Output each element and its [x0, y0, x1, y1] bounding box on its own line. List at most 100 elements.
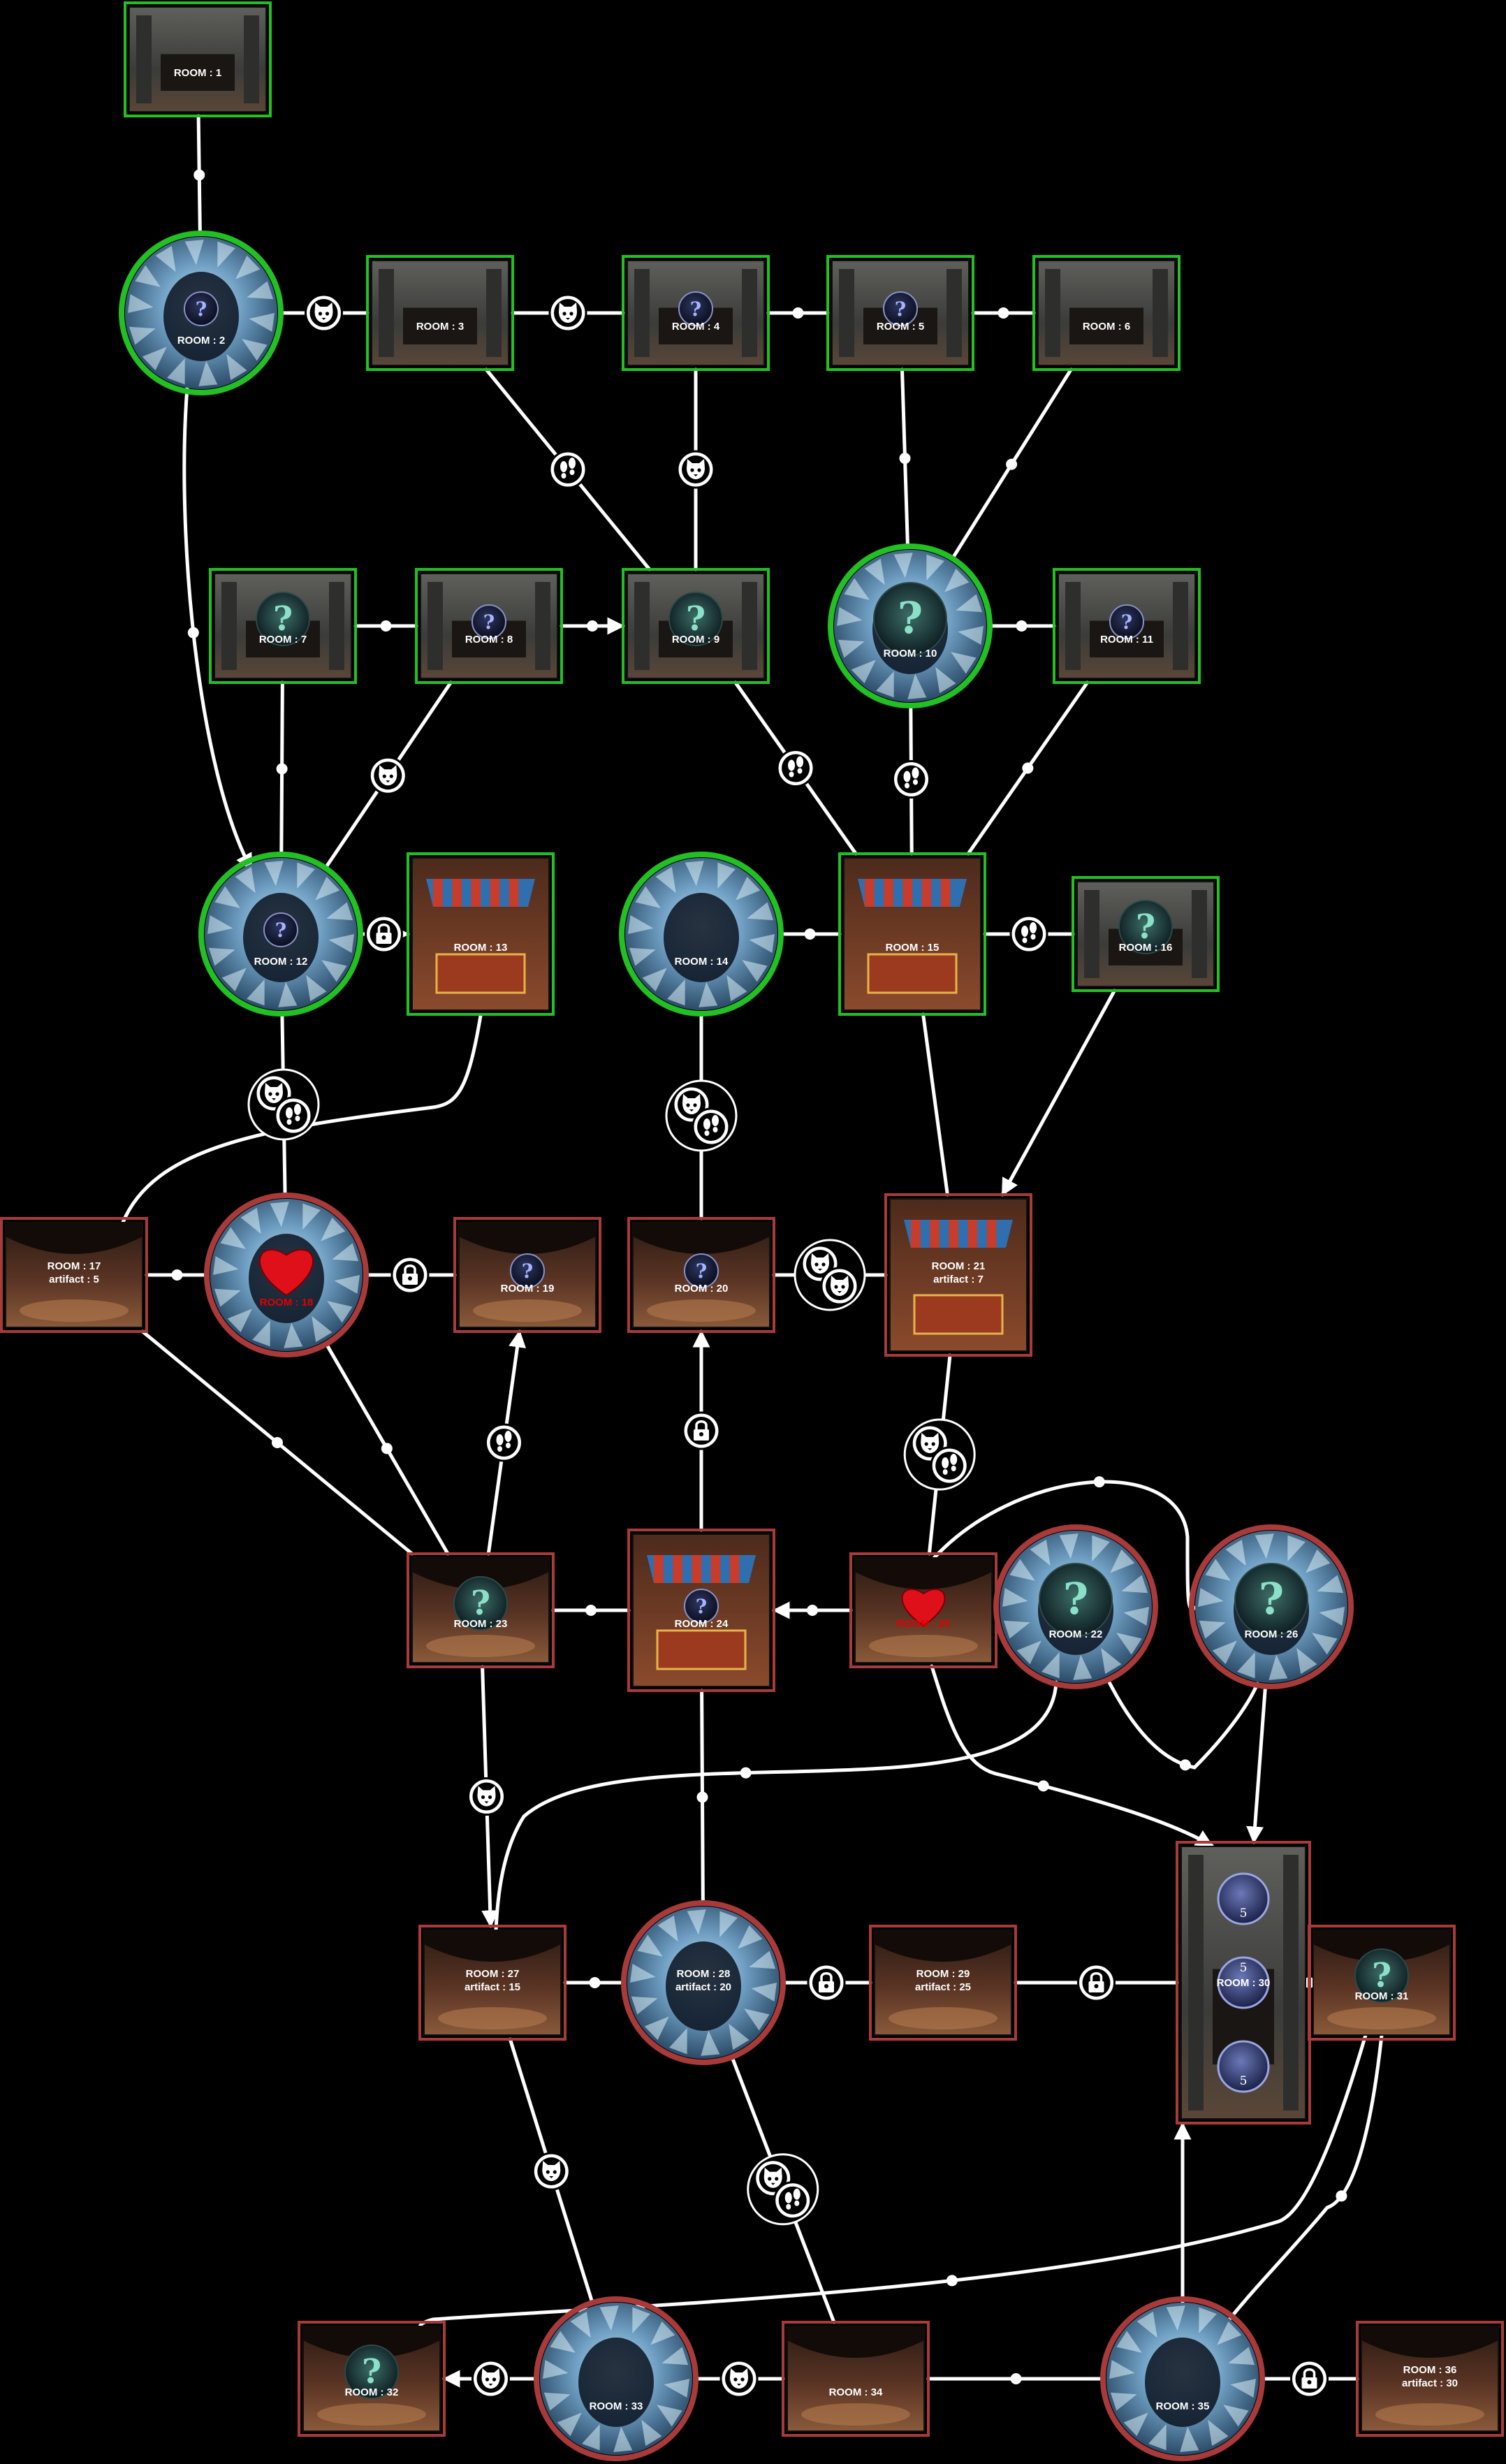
room-31[interactable]: ?ROOM : 31 [1308, 1925, 1456, 2041]
gate-footprints-icon-23-19[interactable] [485, 1423, 523, 1462]
gate-footprints-icon-9-15[interactable] [776, 749, 815, 787]
gate-cat-and-footprints-icon-12-18[interactable] [247, 1068, 320, 1141]
room-16[interactable]: ?ROOM : 16 [1072, 876, 1220, 992]
room-label: ROOM : 26 [1245, 1628, 1299, 1640]
gate-cat-and-cat-icon-20-21[interactable] [794, 1239, 866, 1311]
room-frame [124, 1, 272, 117]
gate-cat-icon-34-33[interactable] [719, 2359, 759, 2398]
room-5[interactable]: ?ROOM : 5 [826, 255, 974, 371]
room-4[interactable]: ?ROOM : 4 [622, 255, 770, 371]
lock-icon [1077, 1963, 1116, 2002]
gate-cat-icon-27-33[interactable] [532, 2152, 571, 2191]
room-19[interactable]: ?ROOM : 19 [453, 1217, 601, 1333]
room-6[interactable]: ROOM : 6 [1032, 255, 1180, 371]
room-14[interactable]: ROOM : 14 [619, 852, 784, 1016]
gate-lock-icon-28-29[interactable] [807, 1963, 846, 2002]
svg-text:?: ? [1121, 611, 1132, 634]
room-3[interactable]: ROOM : 3 [366, 255, 514, 371]
room-34[interactable]: ROOM : 34 [782, 2321, 930, 2437]
connection-22-26 [1107, 1680, 1259, 1770]
gate-dot-24-28 [696, 1791, 708, 1803]
room-frame [407, 1552, 555, 1668]
gate-cat-icon-4-9[interactable] [676, 450, 715, 489]
question-icon [1234, 1563, 1308, 1637]
room-23[interactable]: ?ROOM : 23 [407, 1552, 555, 1668]
gate-lock-icon-35-36[interactable] [1290, 2359, 1329, 2398]
gate-cat-icon-8-12[interactable] [368, 756, 407, 795]
question-icon [668, 592, 723, 646]
room-15[interactable]: ROOM : 15 [838, 852, 986, 1016]
gate-dot-4-5 [792, 307, 804, 319]
gate-footprints-icon-10-15[interactable] [892, 760, 930, 799]
seal-icon [1217, 1956, 1270, 2009]
room-9[interactable]: ?ROOM : 9 [622, 568, 770, 684]
room-7[interactable]: ?ROOM : 7 [209, 568, 357, 684]
room-20[interactable]: ?ROOM : 20 [627, 1217, 775, 1333]
gate-lock-icon-12-13[interactable] [365, 914, 403, 954]
room-18[interactable]: ROOM : 18 [204, 1193, 369, 1357]
room-11[interactable]: ?ROOM : 11 [1053, 568, 1201, 684]
connection-31-35 [1227, 2033, 1384, 2321]
room-label: ROOM : 36 [1403, 2364, 1457, 2376]
gate-dot-14-15 [804, 928, 816, 940]
room-32[interactable]: ?ROOM : 32 [298, 2321, 446, 2437]
gate-dot-5-6 [997, 307, 1009, 319]
gate-cat-icon-33-32[interactable] [471, 2359, 510, 2398]
room-label: ROOM : 11 [1100, 634, 1153, 646]
room-1[interactable]: ROOM : 1 [124, 1, 272, 117]
svg-text:?: ? [522, 1260, 533, 1283]
room-25[interactable]: ROOM : 25 [849, 1552, 997, 1668]
gate-footprints-icon-3-9[interactable] [548, 450, 587, 489]
room-frame [828, 544, 993, 708]
heart-icon [259, 1248, 314, 1297]
room-label: ROOM : 10 [884, 648, 937, 659]
gate-dot-17-23 [272, 1437, 283, 1448]
svg-text:?: ? [275, 919, 286, 942]
gate-lock-icon-18-19[interactable] [390, 1255, 430, 1295]
room-12[interactable]: ?ROOM : 12 [198, 852, 363, 1016]
room-26[interactable]: ?ROOM : 26 [1189, 1524, 1354, 1689]
gate-cat-icon-3-4[interactable] [548, 293, 587, 333]
room-label: ROOM : 19 [501, 1283, 555, 1295]
gate-cat-icon-2-3[interactable] [305, 293, 343, 333]
room-35[interactable]: ROOM : 35 [1100, 2296, 1265, 2461]
footprints-icon [776, 749, 815, 787]
seal-count: 5 [1240, 1961, 1248, 1975]
cat-icon [305, 293, 343, 333]
room-2[interactable]: ?ROOM : 2 [119, 231, 284, 395]
gate-dot-31-32 [946, 2275, 958, 2287]
gate-lock-icon-29-30[interactable] [1077, 1963, 1116, 2002]
room-8[interactable]: ?ROOM : 8 [415, 568, 563, 684]
gate-dot-5-10 [899, 453, 911, 465]
room-10[interactable]: ?ROOM : 10 [828, 544, 993, 708]
room-frame [407, 852, 555, 1016]
gate-lock-icon-24-20[interactable] [682, 1411, 721, 1450]
gate-cat-and-footprints-icon-21-25[interactable] [903, 1418, 976, 1491]
room-frame [366, 255, 514, 371]
room-22[interactable]: ?ROOM : 22 [993, 1524, 1158, 1689]
gate-dot-7-8 [380, 620, 392, 632]
gate-dot-22-27 [740, 1767, 752, 1779]
gate-cat-and-footprints-icon-14-20[interactable] [665, 1079, 738, 1152]
gate-footprints-icon-15-16[interactable] [1009, 914, 1048, 954]
footprints-icon [930, 1446, 969, 1485]
room-artifact-label: artifact : 5 [49, 1274, 99, 1285]
room-label: ROOM : 29 [916, 1968, 970, 1980]
room-13[interactable]: ROOM : 13 [407, 852, 555, 1016]
room-label: ROOM : 34 [829, 2386, 883, 2398]
room-33[interactable]: ROOM : 33 [534, 2296, 699, 2461]
room-frame [119, 231, 284, 395]
gate-cat-icon-23-27[interactable] [467, 1777, 506, 1816]
room-24[interactable]: ?ROOM : 24 [627, 1529, 775, 1692]
orb-question-icon [684, 1589, 719, 1624]
room-label: ROOM : 8 [465, 634, 513, 646]
gate-cat-and-footprints-icon-28-34[interactable] [747, 2153, 819, 2226]
